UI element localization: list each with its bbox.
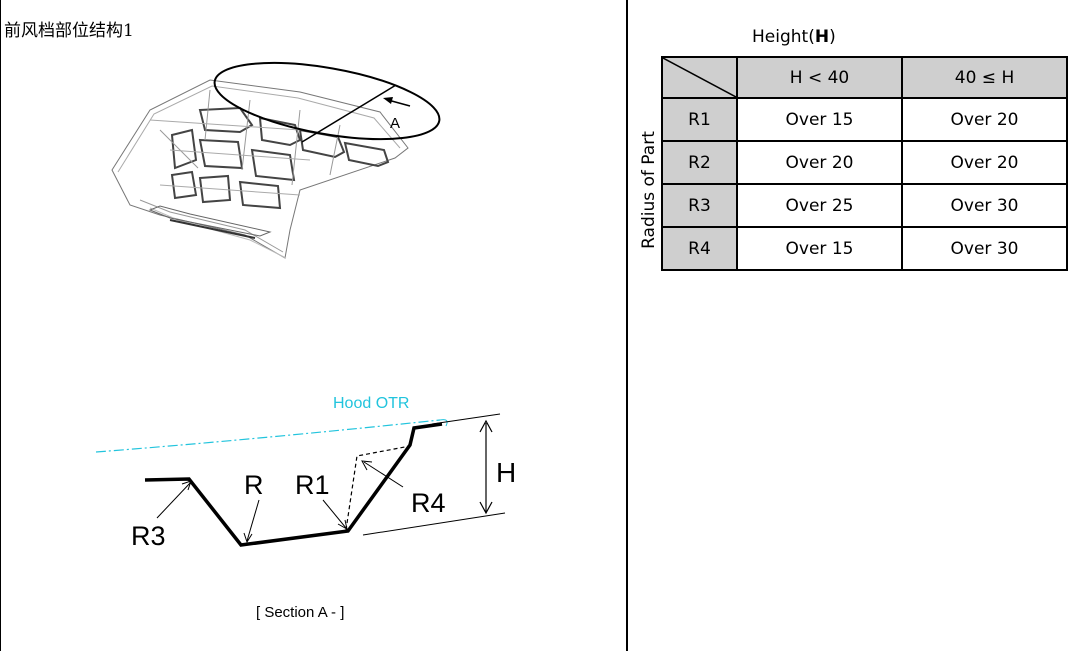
height-arrow-bottom-icon <box>479 501 493 515</box>
r-arrow-icon <box>243 532 253 544</box>
r4-arrow-icon <box>361 460 373 471</box>
r3-arrow-icon <box>181 480 192 491</box>
section-highlight-ellipse <box>213 61 441 141</box>
section-title: 前风档部位结构1 <box>4 21 134 41</box>
height-ext-line-bottom <box>362 512 506 536</box>
radius-label-r: R <box>244 470 264 500</box>
r-leader <box>246 499 260 542</box>
r3-leader <box>156 481 192 519</box>
hood-outer-line <box>95 419 441 453</box>
radius-spec-table: H < 40 40 ≤ H R1 Over 15 Over 20 R2 Over… <box>661 56 1068 271</box>
table-cell: Over 20 <box>736 140 903 185</box>
table-header-row: H < 40 40 ≤ H <box>661 56 1068 99</box>
inner-panel-profile <box>144 422 443 547</box>
table-cell: Over 15 <box>736 97 903 142</box>
row-header-r4: R4 <box>661 226 738 271</box>
table-cell: Over 15 <box>736 226 903 271</box>
r4-leader <box>363 461 404 488</box>
r4-dashed-guide <box>345 445 411 531</box>
table-cell: Over 20 <box>901 97 1068 142</box>
height-ext-line-top <box>431 413 501 425</box>
hood-inner-panel-sketch <box>111 79 409 259</box>
r1-leader <box>322 499 347 529</box>
hood-otr-label: Hood OTR <box>333 395 409 412</box>
height-label-text: Height <box>752 27 809 47</box>
radius-label-r4: R4 <box>411 488 446 518</box>
table-cell: Over 25 <box>736 183 903 228</box>
hood-outer-end-mark <box>439 419 448 427</box>
table-row: R1 Over 15 Over 20 <box>661 97 1068 142</box>
column-header-h-lt-40: H < 40 <box>736 56 903 99</box>
radius-axis-label: Radius of Part <box>639 131 659 249</box>
row-header-r3: R3 <box>661 183 738 228</box>
table-row: R4 Over 15 Over 30 <box>661 226 1068 271</box>
table-cell: Over 30 <box>901 226 1068 271</box>
section-cut-line <box>301 84 397 143</box>
height-arrow-top-icon <box>479 419 493 433</box>
row-header-r2: R2 <box>661 140 738 185</box>
table-cell: Over 20 <box>901 140 1068 185</box>
height-label: Height(H) <box>752 27 836 47</box>
height-symbol: H <box>814 27 830 47</box>
table-corner-cell <box>661 56 738 99</box>
page-left-border <box>0 0 1 651</box>
radius-label-r1: R1 <box>295 470 330 500</box>
r1-arrow-icon <box>337 519 348 530</box>
diagonal-line-icon <box>663 58 736 97</box>
radius-label-r3: R3 <box>131 521 166 551</box>
panel-divider <box>626 0 628 651</box>
column-header-h-gte-40: 40 ≤ H <box>901 56 1068 99</box>
row-header-r1: R1 <box>661 97 738 142</box>
table-row: R3 Over 25 Over 30 <box>661 183 1068 228</box>
hood-drawing: A Hood OTR H R R1 R3 R4 <box>95 61 516 551</box>
height-marker-label: H <box>496 457 516 488</box>
section-caption: [ Section A - ] <box>256 604 345 621</box>
table-row: R2 Over 20 Over 20 <box>661 140 1068 185</box>
view-marker-label: A <box>390 115 400 132</box>
view-arrowhead-icon <box>383 97 393 104</box>
table-cell: Over 30 <box>901 183 1068 228</box>
